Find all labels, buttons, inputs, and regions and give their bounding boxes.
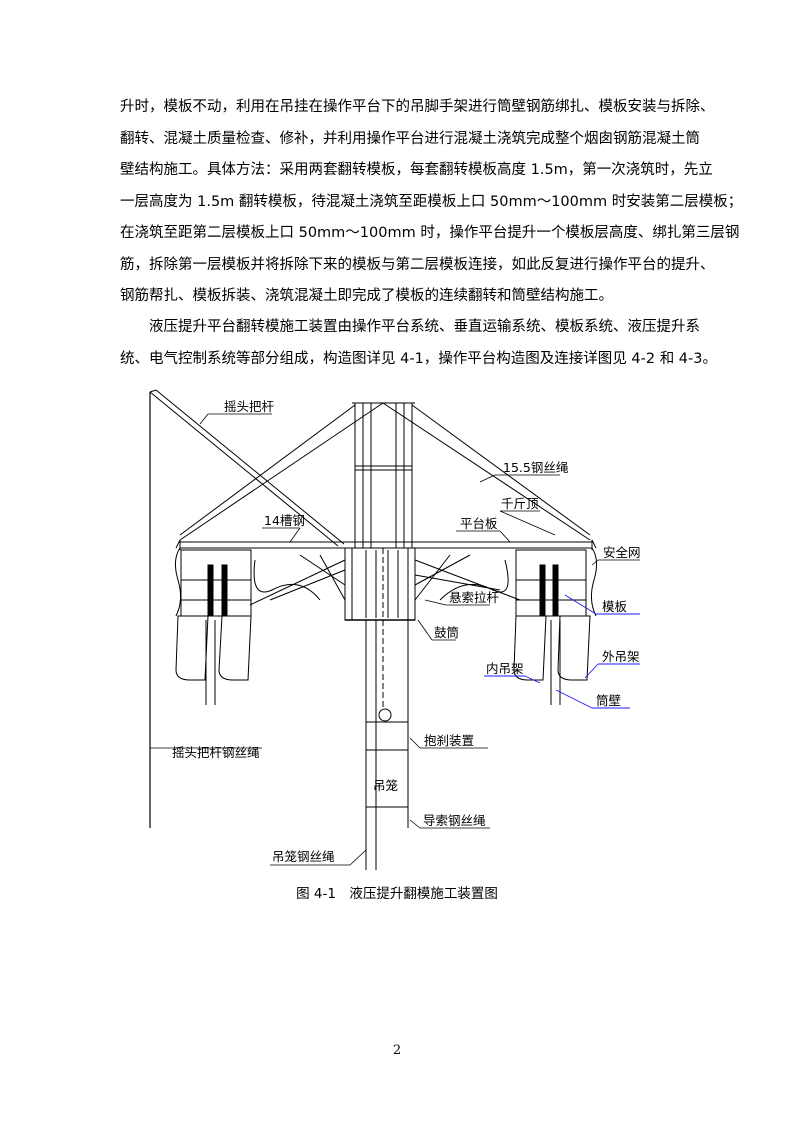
- label-outer-frame: 外吊架: [602, 649, 640, 664]
- left-hanging-frame: [175, 549, 252, 705]
- label-guide-rope: 导索钢丝绳: [423, 813, 486, 828]
- label-rocker-arm: 摇头把杆: [224, 399, 275, 414]
- drum: [344, 547, 416, 621]
- label-platform-board: 平台板: [460, 516, 498, 531]
- text-line: 统、电气控制系统等部分组成，构造图详见 4-1，操作平台构造图及连接详图见 4-…: [120, 350, 717, 367]
- page-number: 2: [392, 1043, 402, 1058]
- wire-ropes: [179, 402, 591, 541]
- text-line: 壁结构施工。具体方法：采用两套翻转模板，每套翻转模板高度 1.5m，第一次浇筑时…: [120, 162, 713, 178]
- label-safety-net: 安全网: [603, 545, 640, 560]
- text-line: 液压提升平台翻转模施工装置由操作平台系统、垂直运输系统、模板系统、液压提升系: [120, 319, 700, 335]
- label-suspension-rod: 悬索拉杆: [449, 590, 500, 605]
- label-formwork: 模板: [602, 599, 628, 614]
- figure-caption: 图 4-1 液压提升翻模施工装置图: [296, 886, 498, 902]
- construction-device-diagram: 摇头把杆 15.5钢丝绳 千斤顶 14槽钢 平台板 安全网 悬索拉杆 模板 鼓筒…: [149, 389, 640, 870]
- central-tower: [352, 402, 415, 549]
- label-brake-device: 抱刹装置: [424, 733, 474, 748]
- label-drum: 鼓筒: [434, 625, 459, 640]
- rocker-arm: [149, 389, 345, 828]
- text-line: 筋，拆除第一层模板并将拆除下来的模板与第二层模板连接，如此反复进行操作平台的提升…: [120, 256, 715, 273]
- label-rocker-rope: 摇头把杆钢丝绳: [172, 745, 260, 760]
- label-cage-rope: 吊笼钢丝绳: [272, 849, 335, 864]
- suspension-rods: [249, 554, 521, 606]
- cage: [365, 708, 409, 808]
- label-channel-steel: 14槽钢: [264, 513, 305, 528]
- text-line: 一层高度为 1.5m 翻转模板，待混凝土浇筑至距模板上口 50mm～100mm …: [120, 193, 743, 210]
- label-cage: 吊笼: [373, 778, 398, 793]
- safety-net: [174, 547, 598, 617]
- text-line: 钢筋帮扎、模板拆装、浇筑混凝土即完成了模板的连续翻转和筒壁结构施工。: [120, 288, 613, 304]
- label-chimney-wall: 筒壁: [596, 693, 621, 708]
- paragraph-2: 液压提升平台翻转模施工装置由操作平台系统、垂直运输系统、模板系统、液压提升系 统…: [120, 312, 717, 375]
- text-line: 翻转、混凝土质量检查、修补，并利用操作平台进行混凝土浇筑完成整个烟囱钢筋混凝土筒: [120, 130, 700, 147]
- text-line: 在浇筑至距第二层模板上口 50mm～100mm 时，操作平台提升一个模板层高度、…: [120, 225, 740, 241]
- label-jack: 千斤顶: [501, 496, 539, 511]
- paragraph-1: 升时，模板不动，利用在吊挂在操作平台下的吊脚手架进行筒壁钢筋绑扎、模板安装与拆除…: [120, 92, 743, 313]
- label-inner-frame: 内吊架: [486, 661, 524, 676]
- label-wire-rope: 15.5钢丝绳: [503, 460, 568, 475]
- right-hanging-frame: [513, 549, 591, 705]
- text-line: 升时，模板不动，利用在吊挂在操作平台下的吊脚手架进行筒壁钢筋绑扎、模板安装与拆除…: [120, 99, 715, 115]
